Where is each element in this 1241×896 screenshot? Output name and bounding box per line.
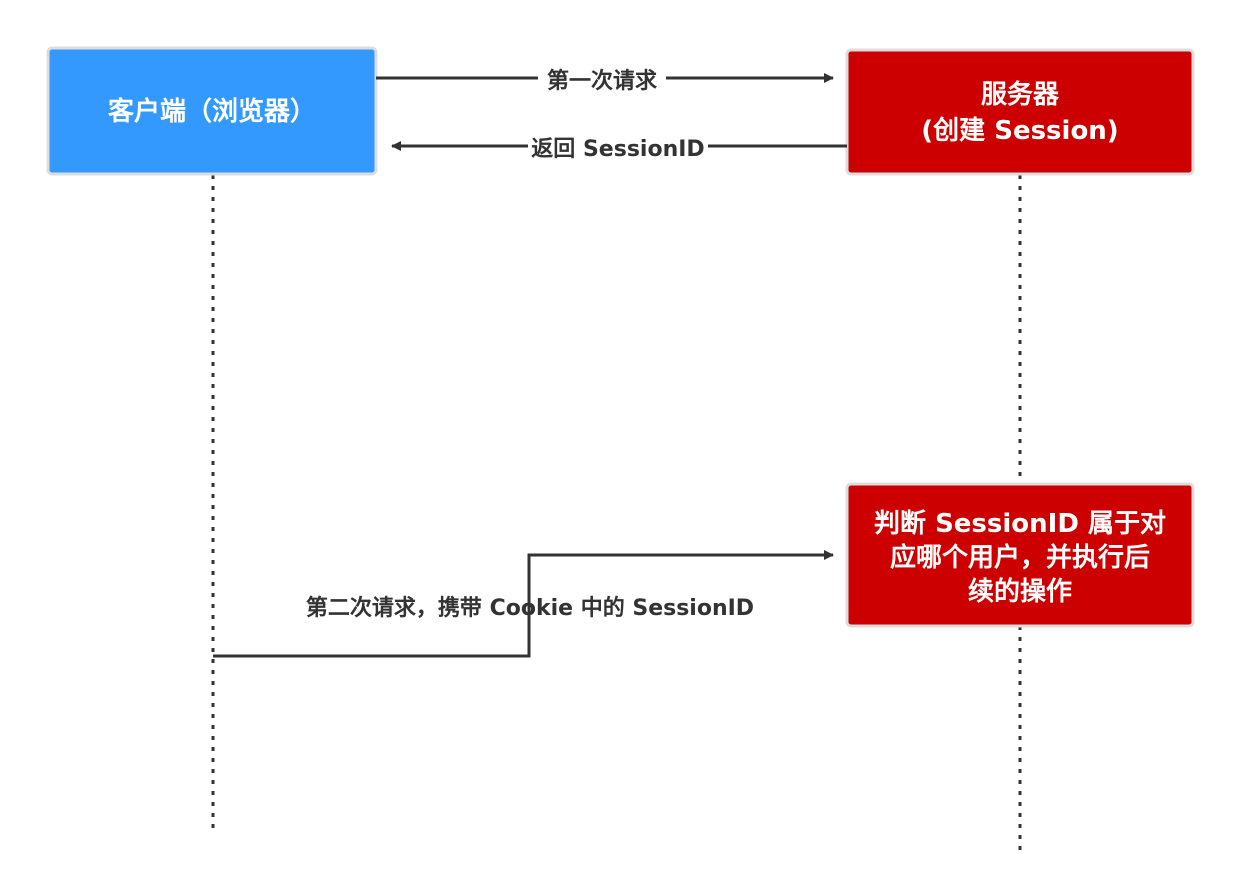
second-request-arrow [213, 550, 834, 658]
return-sessionid-label: 返回 SessionID [531, 137, 704, 162]
judge-label-line1: 判断 SessionID 属于对 [874, 508, 1166, 539]
second-request-label: 第二次请求，携带 Cookie 中的 SessionID [306, 595, 754, 621]
server-label-line1: 服务器 [981, 80, 1060, 110]
first-request-label: 第一次请求 [547, 68, 657, 94]
judge-node: 判断 SessionID 属于对 应哪个用户，并执行后 续的操作 [845, 482, 1195, 628]
judge-label-line2: 应哪个用户，并执行后 [890, 542, 1150, 573]
client-box [46, 46, 378, 176]
server-box [845, 48, 1195, 176]
judge-label-line3: 续的操作 [968, 576, 1072, 607]
judge-box [845, 482, 1195, 628]
client-node: 客户端（浏览器） [46, 46, 378, 176]
client-label: 客户端（浏览器） [108, 96, 316, 127]
server-label-line2: (创建 Session) [921, 116, 1118, 146]
server-node: 服务器 (创建 Session) [845, 48, 1195, 176]
